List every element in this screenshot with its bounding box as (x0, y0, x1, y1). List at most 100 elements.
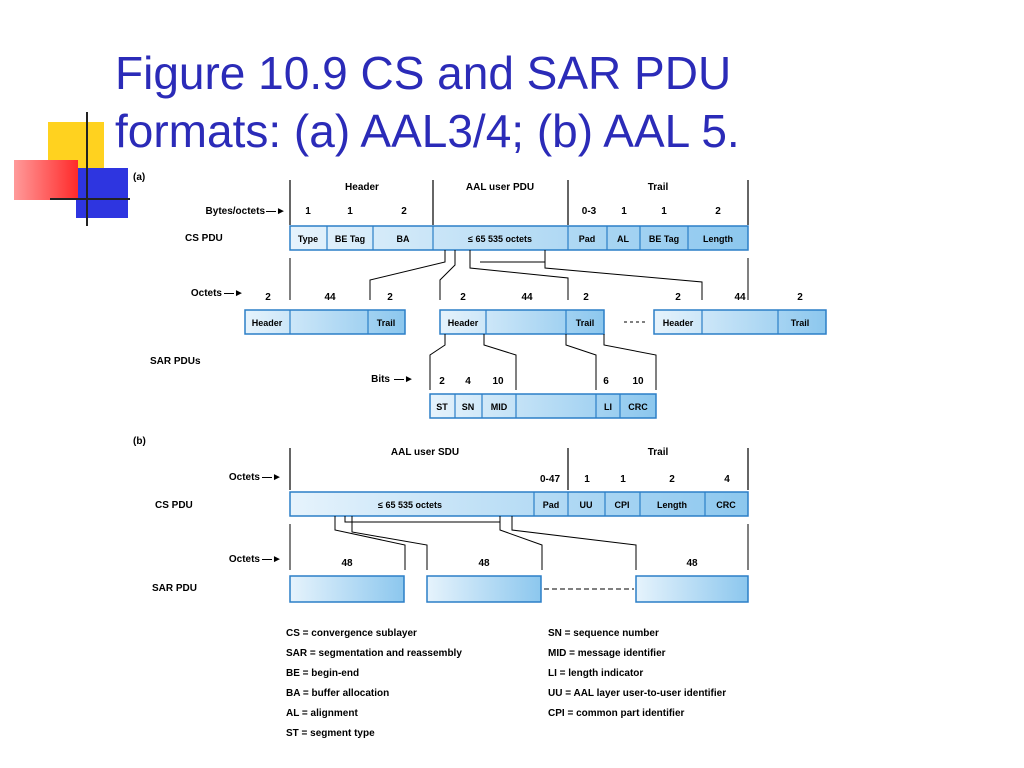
b-row-label-octets-sar: Octets (229, 554, 261, 565)
a-oct-3: 2 (387, 292, 393, 303)
a-row-label-sar-pdus: SAR PDUs (150, 356, 201, 367)
b-heading-brackets (289, 448, 749, 490)
deco-vertical-line (86, 112, 88, 226)
a-bytes-3: 2 (401, 206, 407, 217)
legend-left-item: CS = convergence sublayer (286, 628, 417, 639)
a-row-label-bytes: Bytes/octets (206, 206, 266, 217)
deco-blue-square (76, 168, 128, 218)
b-cs-field-payload: ≤ 65 535 octets (378, 500, 442, 510)
a-cs-field-pad: Pad (579, 234, 596, 244)
a-heading-brackets (289, 180, 749, 225)
legend-right-item: SN = sequence number (548, 628, 659, 639)
b-bytes-3: 1 (620, 474, 626, 485)
b-sar-cell-2 (426, 575, 542, 603)
a-sar1-header: Header (252, 318, 283, 328)
a-oct-8: 44 (734, 292, 746, 303)
a-bits-cell (429, 393, 657, 419)
part-b-label: (b) (133, 436, 146, 447)
b-bytes-4: 2 (669, 474, 675, 485)
a-sar-cell-3 (653, 309, 827, 335)
a-bit-field-st: ST (436, 402, 448, 412)
b-sar-cell-3 (635, 575, 749, 603)
legend-left-item: AL = alignment (286, 708, 358, 719)
a-oct-9: 2 (797, 292, 803, 303)
a-bytes-1: 1 (305, 206, 311, 217)
b-heading-payload: AAL user SDU (391, 447, 459, 458)
legend-left: CS = convergence sublayer SAR = segmenta… (286, 628, 462, 739)
legend-right-item: CPI = common part identifier (548, 708, 685, 719)
legend-right: SN = sequence number MID = message ident… (548, 628, 726, 719)
b-row-label-sar-pdu: SAR PDU (152, 583, 197, 594)
a-cs-field-betag: BE Tag (335, 234, 365, 244)
a-sar-cell-1 (244, 309, 406, 335)
b-bytes-5: 4 (724, 474, 730, 485)
b-row-arrow-octets-cs: —► (262, 472, 282, 483)
b-cs-field-length: Length (657, 500, 687, 510)
b-cs-field-pad: Pad (543, 500, 560, 510)
b-sar-cell-1 (289, 575, 405, 603)
legend-left-item: BA = buffer allocation (286, 688, 389, 699)
part-a-label: (a) (133, 172, 145, 183)
legend-left-item: BE = begin-end (286, 668, 359, 679)
a-bytes-4: 0-3 (582, 206, 597, 217)
a-fanout-lines (289, 250, 749, 300)
a-row-arrow-octets: —► (224, 288, 244, 299)
a-bytes-7: 2 (715, 206, 721, 217)
a-sar2-header: Header (448, 318, 479, 328)
a-cs-field-ba: BA (397, 234, 410, 244)
legend-right-item: LI = length indicator (548, 668, 643, 679)
a-heading-header: Header (345, 182, 379, 193)
a-cs-field-al: AL (617, 234, 629, 244)
a-bit-field-li: LI (604, 402, 612, 412)
a-row-label-bits: Bits (371, 374, 390, 385)
a-bits-5: 10 (632, 376, 644, 387)
b-oct-3: 48 (686, 558, 698, 569)
legend-left-item: SAR = segmentation and reassembly (286, 648, 462, 659)
a-bit-field-mid: MID (491, 402, 508, 412)
a-oct-7: 2 (675, 292, 681, 303)
a-bit-field-sn: SN (462, 402, 475, 412)
a-sar3-trailer: Trail (791, 318, 810, 328)
a-bits-brackets (429, 334, 657, 390)
b-row-label-cs-pdu: CS PDU (155, 500, 193, 511)
title-line-1: Figure 10.9 CS and SAR PDU (115, 47, 732, 99)
a-bytes-2: 1 (347, 206, 353, 217)
a-oct-1: 2 (265, 292, 271, 303)
a-row-label-cs-pdu: CS PDU (185, 233, 223, 244)
a-row-arrow-bytes: —► (266, 206, 286, 217)
a-oct-2: 44 (324, 292, 336, 303)
a-bits-3: 10 (492, 376, 504, 387)
b-bytes-2: 1 (584, 474, 590, 485)
a-row-arrow-bits: —► (394, 374, 414, 385)
legend-left-item: ST = segment type (286, 728, 375, 739)
a-heading-trailer: Trail (648, 182, 669, 193)
a-sar3-header: Header (663, 318, 694, 328)
a-cs-field-type: Type (298, 234, 318, 244)
a-heading-payload: AAL user PDU (466, 182, 534, 193)
b-cs-field-uu: UU (580, 500, 593, 510)
b-bytes-1: 0-47 (540, 474, 560, 485)
b-heading-trailer: Trail (648, 447, 669, 458)
a-cs-field-betag2: BE Tag (649, 234, 679, 244)
a-sar-cell-2 (439, 309, 605, 335)
legend-right-item: MID = message identifier (548, 648, 666, 659)
b-row-arrow-octets-sar: —► (262, 554, 282, 565)
a-cs-field-length: Length (703, 234, 733, 244)
a-oct-4: 2 (460, 292, 466, 303)
a-bit-field-crc: CRC (628, 402, 648, 412)
a-oct-6: 2 (583, 292, 589, 303)
a-bytes-5: 1 (621, 206, 627, 217)
title-line-2: formats: (a) AAL3/4; (b) AAL 5. (115, 105, 740, 157)
b-cs-pdu (289, 491, 749, 517)
a-row-label-octets: Octets (191, 288, 223, 299)
a-bytes-6: 1 (661, 206, 667, 217)
a-bits-2: 4 (465, 376, 471, 387)
b-oct-1: 48 (341, 558, 353, 569)
a-bits-4: 6 (603, 376, 609, 387)
deco-red-square (14, 160, 78, 200)
b-row-label-octets-cs: Octets (229, 472, 261, 483)
a-oct-5: 44 (521, 292, 533, 303)
a-sar1-trailer: Trail (377, 318, 396, 328)
a-sar2-trailer: Trail (576, 318, 595, 328)
